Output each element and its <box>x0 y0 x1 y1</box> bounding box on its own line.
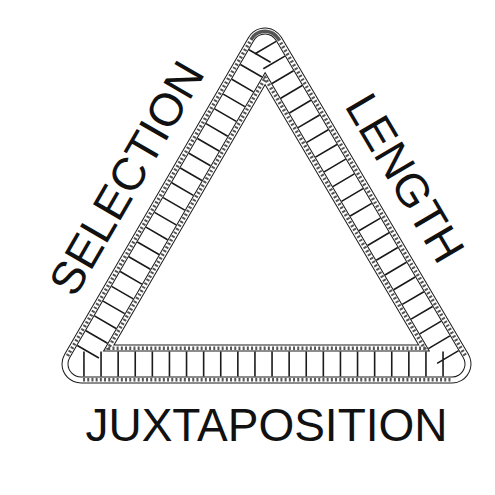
side-label: JUXTAPOSITION <box>85 402 447 448</box>
